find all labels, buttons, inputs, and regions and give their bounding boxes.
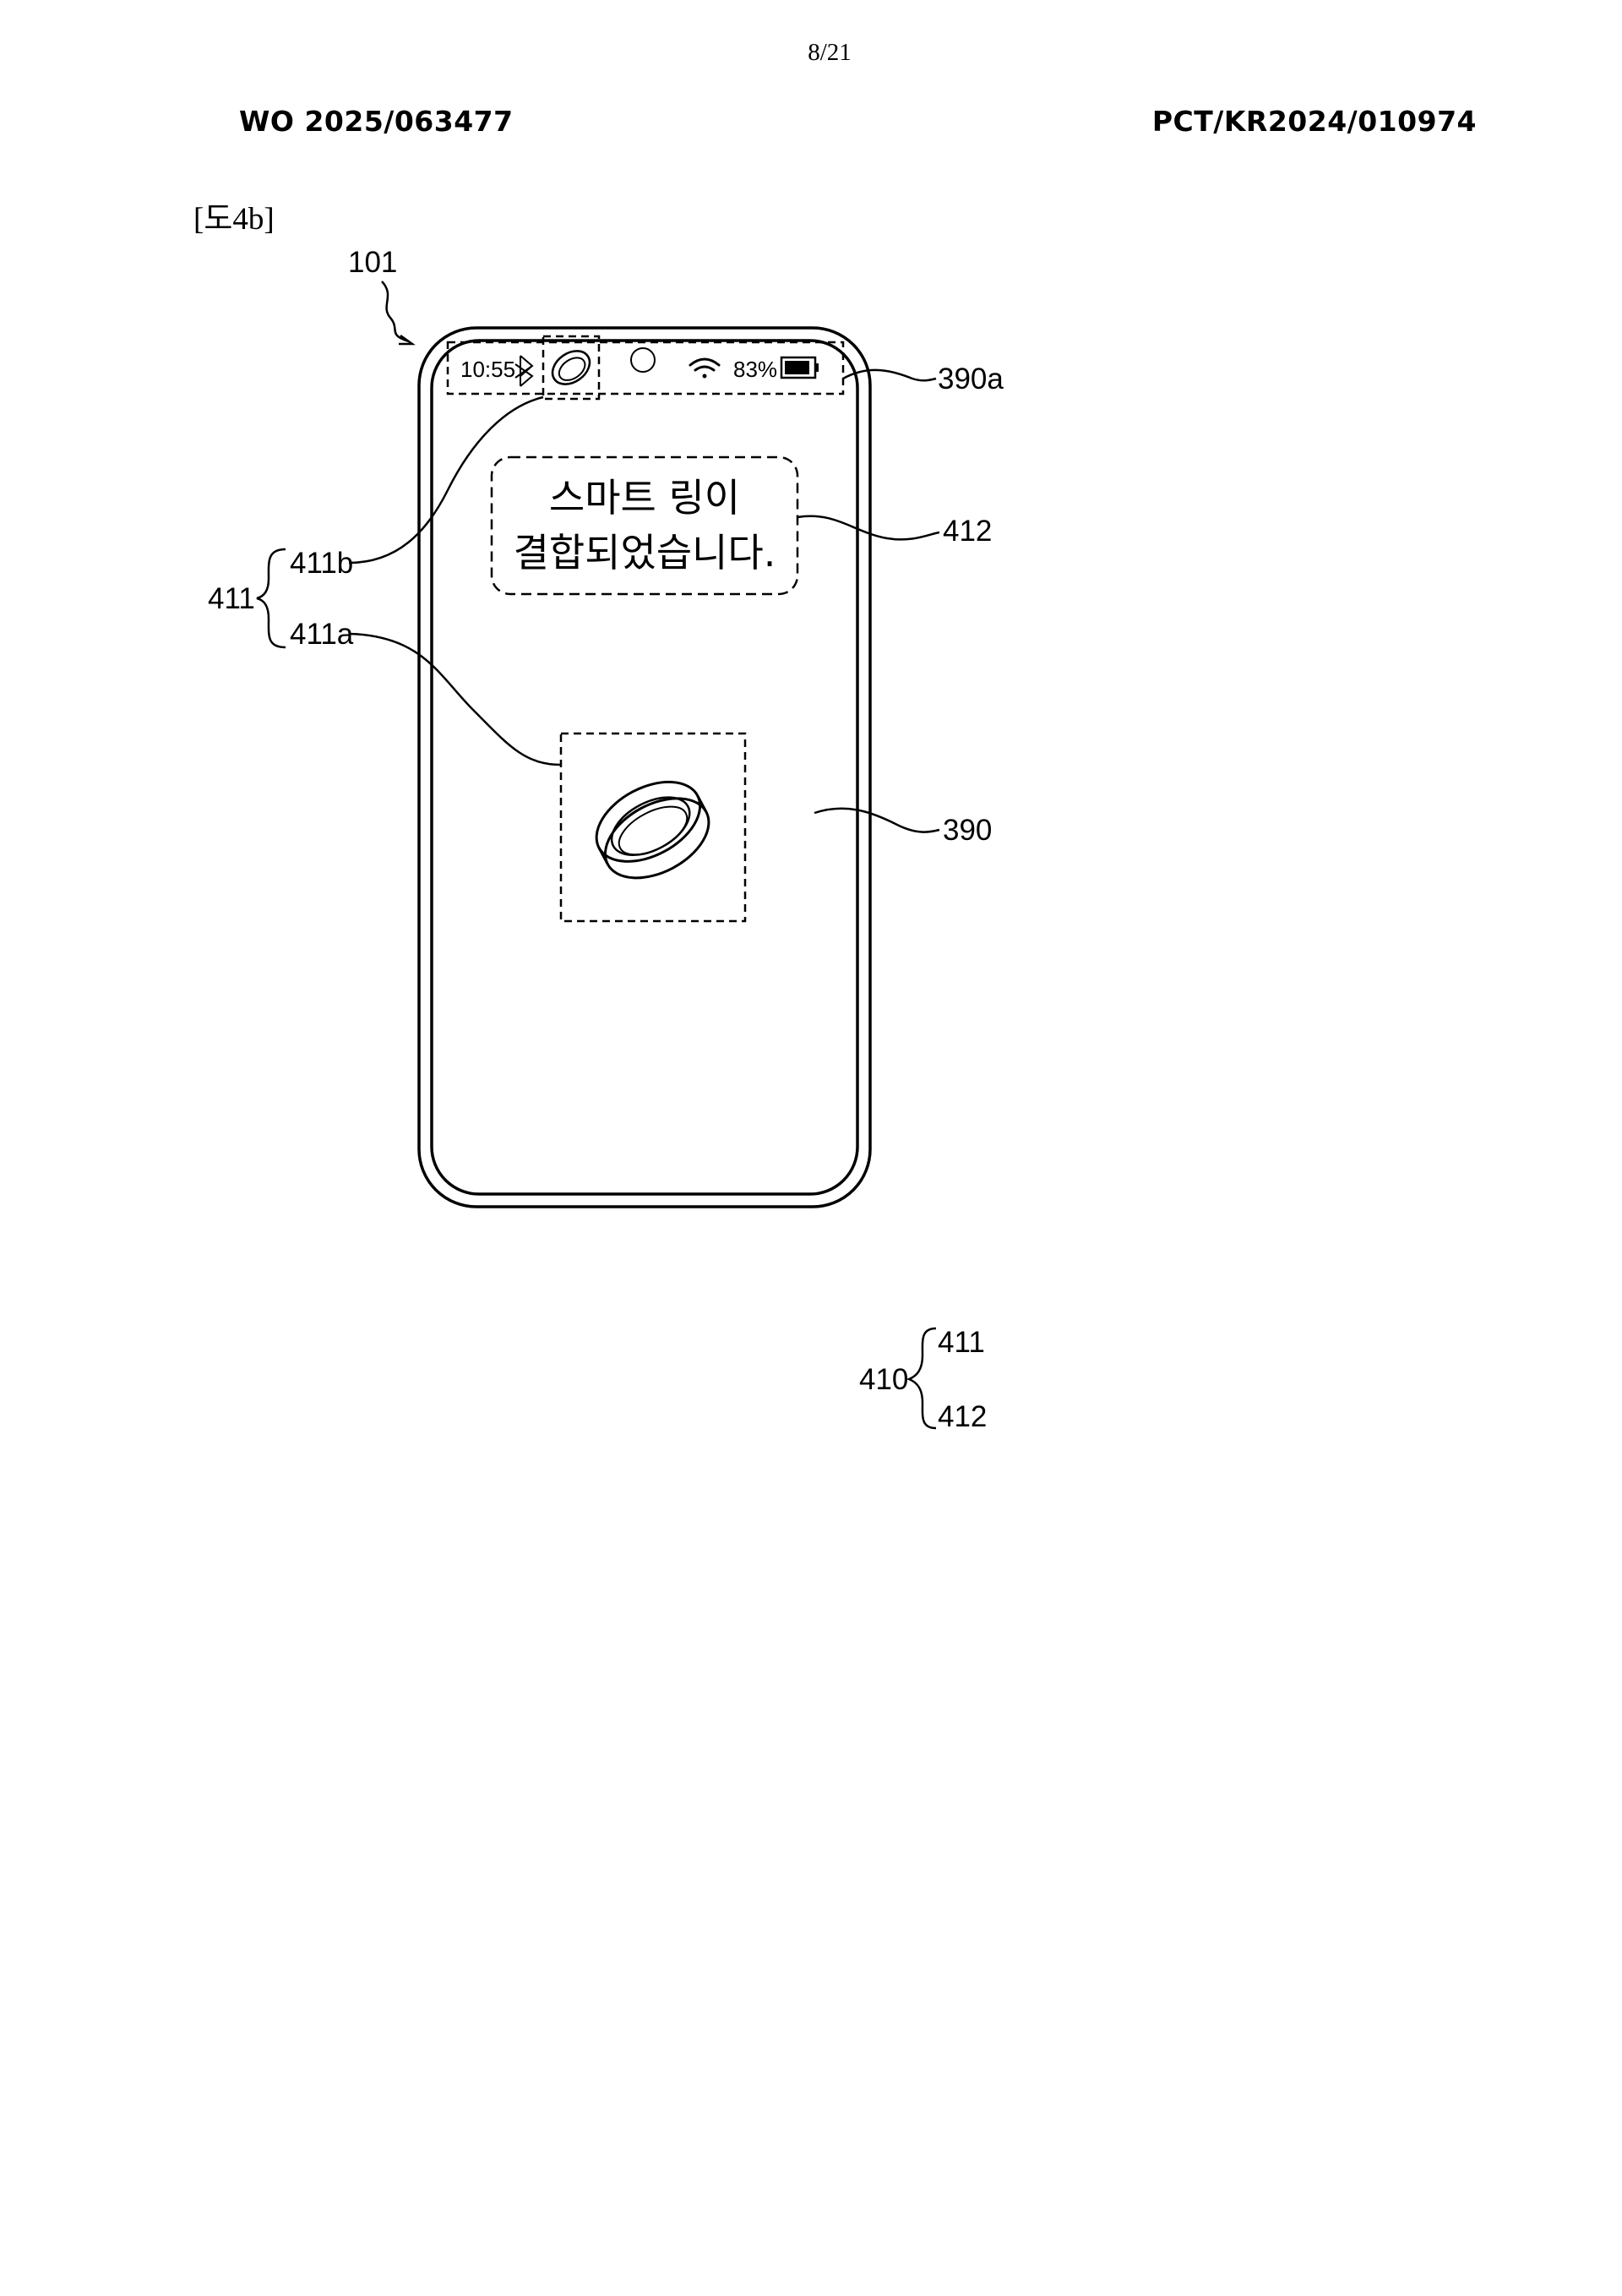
camera-hole-icon <box>630 347 656 373</box>
notification-popup <box>490 455 799 596</box>
ring-image-leader <box>348 632 562 766</box>
status-time: 10:55 <box>460 357 515 382</box>
application-number: PCT/KR2024/010974 <box>1151 105 1477 138</box>
ref-device-label: 101 <box>348 246 397 279</box>
ref-ui-group: 411 <box>208 582 255 615</box>
phone-device <box>417 326 872 1208</box>
legend-member-2: 412 <box>938 1400 987 1433</box>
publication-number: WO 2025/063477 <box>239 105 514 138</box>
legend-group-label: 410 <box>859 1363 908 1396</box>
ref-ring-image: 411a <box>290 618 354 651</box>
ring-status-icon-leader <box>348 395 544 564</box>
ref-status-bar: 390a <box>938 363 1004 395</box>
ring-image-region <box>559 732 747 923</box>
notification-line1: 스마트 링이 <box>549 475 740 521</box>
legend-member-1: 411 <box>938 1326 985 1359</box>
device-leader-squiggle <box>381 281 410 343</box>
figure-label: [도4b] <box>193 202 275 237</box>
ref-display: 390 <box>943 814 992 847</box>
ring-status-icon-region <box>542 335 601 401</box>
page-number: 8/21 <box>808 39 852 66</box>
notification-leader <box>797 515 940 541</box>
bluetooth-icon <box>514 355 534 387</box>
battery-icon <box>780 356 819 379</box>
wifi-icon <box>689 357 721 379</box>
ref-ring-status-icon: 411b <box>290 547 353 580</box>
device-leader-arrowhead <box>399 334 416 346</box>
legend-brace <box>906 1327 937 1430</box>
battery-percent: 83% <box>733 357 777 382</box>
phone-display <box>430 339 859 1196</box>
display-leader <box>814 807 940 833</box>
status-bar-leader <box>842 368 937 382</box>
phone-outer-frame <box>417 326 872 1208</box>
ring-image <box>595 780 710 880</box>
ring-icon <box>551 350 591 385</box>
ref-notification: 412 <box>943 515 992 548</box>
status-bar-region <box>446 341 845 395</box>
notification-line2: 결합되었습니다. <box>514 530 776 575</box>
legend-410: 410 411 412 <box>859 1326 987 1433</box>
ui-group-brace <box>256 548 286 649</box>
